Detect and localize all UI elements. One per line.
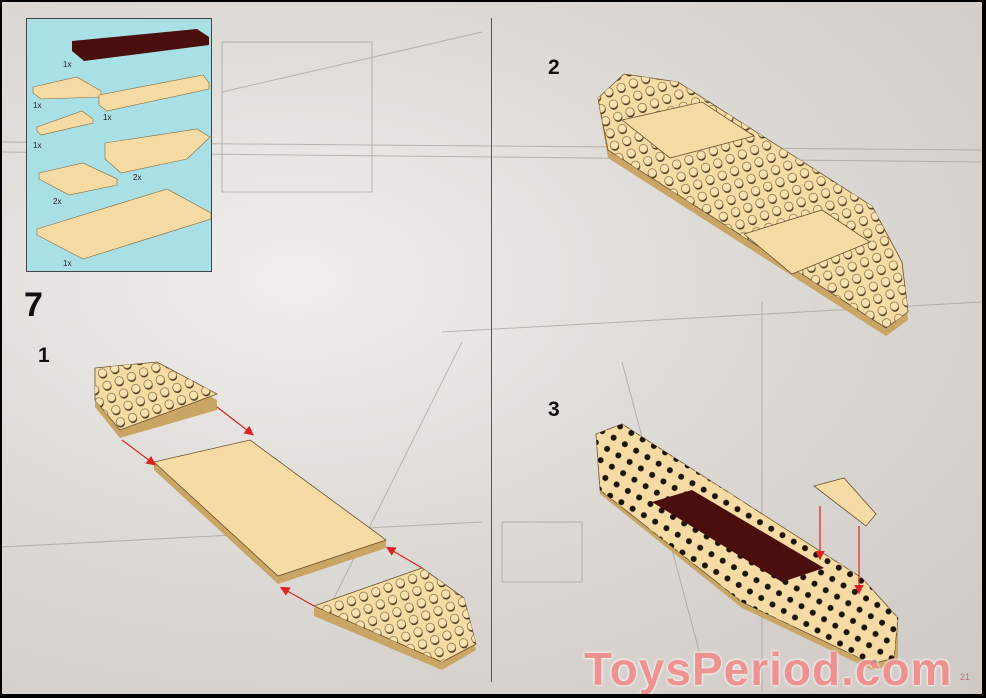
step1-middle-plate: [153, 439, 387, 584]
parts-list-box: 1x 1x 1x 1x 2x 2x 1x: [26, 18, 212, 272]
step1-top-wedge: [94, 361, 218, 438]
step3-hull-underside: [595, 423, 899, 670]
substep-number-2: 2: [548, 56, 560, 79]
substep-number-1: 1: [38, 344, 50, 367]
step1-bottom-wedge: [312, 567, 477, 670]
parts-illustration: [32, 29, 211, 260]
assembly-arrows: [121, 406, 423, 607]
part-qty: 1x: [103, 113, 112, 122]
part-qty: 1x: [33, 101, 42, 110]
substep-number-3: 3: [548, 398, 560, 421]
page-number: 21: [960, 672, 971, 682]
part-wedge-plate: [104, 128, 211, 174]
part-qty: 1x: [33, 141, 42, 150]
part-qty: 2x: [53, 197, 62, 206]
part-large-plate: [36, 188, 211, 260]
step2-hull-assembly: [597, 73, 909, 336]
part-qty: 2x: [133, 173, 142, 182]
part-long-plate: [98, 74, 210, 112]
page-divider: [491, 18, 492, 682]
watermark: ToysPeriod.com: [584, 643, 953, 694]
part-dark-red-plate: [72, 29, 209, 61]
part-qty: 1x: [63, 60, 72, 69]
part-small-plate: [38, 162, 118, 196]
part-wing-small: [36, 110, 94, 136]
part-qty: 1x: [63, 259, 72, 268]
step-number: 7: [24, 286, 43, 324]
